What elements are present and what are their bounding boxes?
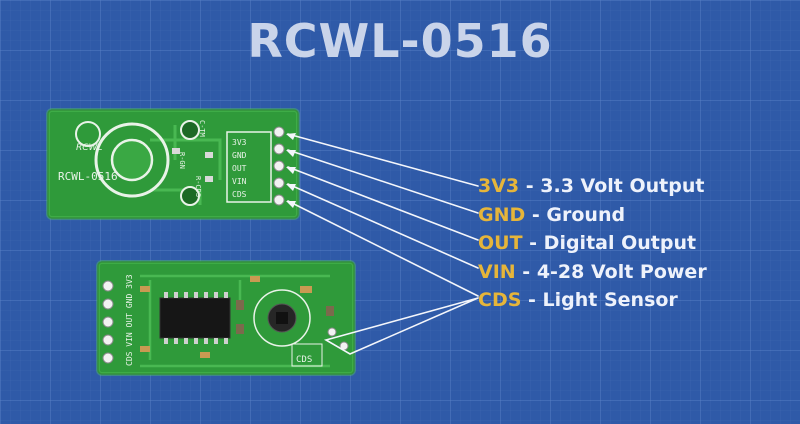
bottom-pin-label-row: CDS VIN OUT GND 3V3 [125, 274, 134, 366]
antenna-ring-outer [94, 122, 170, 198]
rf-ring [253, 289, 311, 347]
logo-circle [75, 121, 101, 147]
bottom-pin-label-vin: VIN [125, 332, 134, 347]
connector-cds-bottom [323, 297, 479, 355]
pin-description-cds: Light Sensor [542, 289, 678, 311]
cds-silkscreen-label: CDS [296, 355, 312, 365]
bottom-pin-label-3v3: 3V3 [125, 274, 134, 289]
page-title: RCWL-0516 [247, 14, 553, 68]
pin-name-vin: VIN [478, 260, 516, 283]
component-label-ctm: C-TM [198, 120, 206, 137]
bottom-pin-label-out: OUT [125, 313, 134, 328]
mounting-hole [180, 186, 200, 206]
cds-pad [327, 327, 337, 337]
bottom-pin-hole [102, 298, 114, 310]
pin-name-gnd: GND [478, 203, 526, 226]
top-pin-label-vin: VIN [232, 177, 247, 186]
cds-footprint [291, 343, 323, 367]
bottom-pin-label-gnd: GND [125, 294, 134, 309]
pin-separator: - [525, 203, 547, 226]
pcb-trace [150, 125, 222, 205]
smd-pad [172, 148, 180, 154]
pin-description-3v3: 3.3 Volt Output [540, 175, 705, 197]
pin-separator: - [515, 260, 537, 283]
pin-legend-item-cds: CDS - Light Sensor [478, 286, 707, 315]
bottom-pin-hole [102, 280, 114, 292]
pin-header-outline [226, 131, 272, 203]
antenna-ring-inner [110, 138, 154, 182]
connector-out [287, 166, 479, 241]
bottom-pin-hole [102, 352, 114, 364]
connector-gnd [287, 149, 479, 214]
pcb-bottom-view: CDS VIN OUT GND 3V3 [96, 260, 356, 376]
smd-pad [205, 152, 213, 158]
pin-separator: - [522, 232, 544, 254]
component-label-rgn: R-GN [178, 152, 186, 169]
top-pin-label-gnd: GND [232, 151, 247, 160]
arrowhead [286, 150, 296, 157]
ic-chip-legs [164, 292, 228, 344]
top-pin-holes [273, 126, 285, 206]
pin-legend-item-gnd: GND - Ground [478, 201, 707, 230]
pin-description-vin: 4-28 Volt Power [536, 260, 707, 283]
pin-hole-gnd [273, 143, 285, 155]
connector-lines [287, 133, 479, 355]
bottom-pin-label-cds: CDS [125, 351, 134, 366]
board-brand-label: RCWL [76, 143, 102, 153]
pin-legend-item-vin: VIN - 4-28 Volt Power [478, 258, 707, 287]
bottom-pin-hole [102, 334, 114, 346]
pcb-top-view: RCWL RCWL-0516 3V3 GND OUT VIN CDS C-TM … [46, 108, 300, 220]
smd-components [140, 276, 334, 358]
pin-description-gnd: Ground [546, 203, 626, 226]
bottom-pin-hole [102, 316, 114, 328]
pin-legend: 3V3 - 3.3 Volt Output GND - Ground OUT -… [478, 172, 707, 315]
pin-name-cds: CDS [478, 289, 522, 311]
pin-hole-vin [273, 177, 285, 189]
top-pin-label-cds: CDS [232, 190, 247, 199]
bottom-pin-holes [102, 280, 114, 364]
arrowhead [286, 167, 296, 174]
pcb-trace [140, 274, 330, 368]
arrowhead [286, 201, 296, 208]
pin-hole-3v3 [273, 126, 285, 138]
connector-vin [287, 183, 479, 269]
rf-transistor-core [276, 312, 288, 324]
pin-name-out: OUT [478, 232, 523, 254]
connector-3v3 [287, 133, 479, 187]
pin-hole-out [273, 160, 285, 172]
top-pin-label-out: OUT [232, 164, 247, 173]
ic-chip [159, 297, 231, 339]
arrowhead [286, 133, 296, 140]
pin-name-3v3: 3V3 [478, 175, 520, 197]
pin-legend-item-3v3: 3V3 - 3.3 Volt Output [478, 172, 707, 201]
pin-legend-item-out: OUT - Digital Output [478, 229, 707, 258]
pin-separator: - [521, 289, 543, 311]
smd-pad [205, 176, 213, 182]
component-label-rcds: R-CDS [194, 176, 202, 197]
pin-description-out: Digital Output [543, 232, 697, 254]
connector-cds [287, 200, 479, 297]
arrowhead [286, 184, 296, 191]
pin-separator: - [519, 175, 541, 197]
pcb-top-board [47, 109, 299, 219]
board-model-label: RCWL-0516 [58, 170, 118, 183]
pin-hole-cds [273, 194, 285, 206]
mounting-hole [180, 120, 200, 140]
top-pin-label-3v3: 3V3 [232, 138, 247, 147]
connector-arrowheads [286, 133, 296, 208]
